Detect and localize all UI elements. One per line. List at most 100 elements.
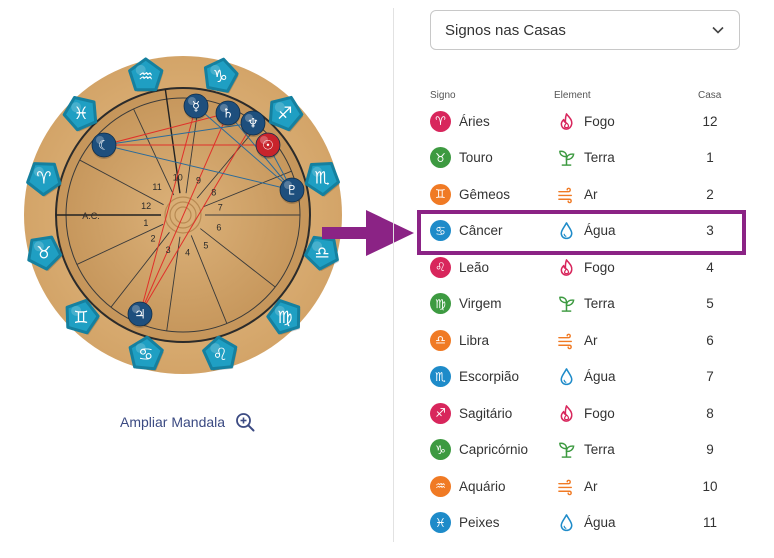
casa-number: 3 — [706, 223, 714, 239]
sign-glyph-icon: ♓ — [430, 512, 451, 534]
element-name: Ar — [584, 186, 598, 202]
house-number: 2 — [151, 233, 156, 243]
element-name: Água — [584, 369, 616, 385]
column-header-element: Element — [554, 90, 591, 101]
column-header-signo: Signo — [430, 90, 456, 101]
earth-icon — [559, 296, 575, 313]
water-icon — [560, 368, 573, 386]
fire-icon — [560, 112, 573, 130]
sign-glyph-icon: ♊ — [430, 183, 451, 205]
casa-number: 7 — [706, 369, 714, 385]
table-row[interactable]: ♓ Peixes Água 11 — [430, 505, 740, 542]
sign-name: Áries — [459, 113, 490, 129]
aspect-line-red — [139, 112, 229, 315]
air-icon — [558, 187, 572, 204]
house-number: 9 — [196, 175, 201, 185]
pointer-arrow — [322, 210, 414, 256]
house-number: 7 — [218, 203, 223, 213]
sign-glyph-icon: ♏ — [430, 366, 451, 388]
casa-number: 9 — [706, 442, 714, 458]
panel-divider — [393, 8, 394, 542]
aspect-line-red — [103, 112, 229, 146]
svg-text:☿: ☿ — [192, 100, 200, 115]
chevron-down-icon — [712, 26, 724, 34]
svg-text:♌: ♌ — [213, 345, 228, 365]
svg-text:♈: ♈ — [36, 169, 51, 189]
ampliar-mandala-link[interactable]: Ampliar Mandala — [120, 412, 255, 432]
jupiter-planet-icon[interactable]: ♃ — [127, 301, 153, 328]
element-name: Água — [584, 515, 616, 531]
svg-text:♒: ♒ — [138, 67, 153, 87]
svg-text:♊: ♊ — [74, 308, 89, 328]
view-select[interactable]: Signos nas Casas — [430, 10, 740, 50]
leo-token-icon: ♌ — [202, 335, 238, 371]
gemini-token-icon: ♊ — [65, 299, 100, 335]
virgo-token-icon: ♍ — [266, 299, 301, 335]
pluto-planet-icon[interactable]: ♇ — [279, 177, 305, 204]
element-name: Terra — [584, 442, 615, 458]
casa-number: 12 — [702, 113, 718, 129]
svg-text:☾: ☾ — [98, 139, 110, 154]
element-name: Terra — [584, 296, 615, 312]
mercury-planet-icon[interactable]: ☿ — [183, 93, 209, 120]
house-number: 11 — [152, 182, 161, 192]
view-select-value: Signos nas Casas — [445, 21, 566, 39]
house-number: 8 — [211, 188, 216, 198]
element-name: Ar — [584, 332, 598, 348]
aquarius-token-icon: ♒ — [128, 57, 164, 92]
casa-number: 6 — [706, 332, 714, 348]
pisces-token-icon: ♓ — [62, 96, 98, 132]
center-spiral — [164, 196, 202, 234]
svg-text:♃: ♃ — [134, 308, 146, 323]
sign-name: Peixes — [459, 515, 500, 531]
sun-planet-icon[interactable]: ☉ — [255, 132, 281, 159]
scorpio-token-icon: ♏ — [304, 162, 340, 197]
cancer-token-icon: ♋ — [128, 335, 164, 371]
svg-text:♄: ♄ — [222, 107, 234, 122]
column-header-casa: Casa — [698, 90, 722, 101]
house-number: 3 — [166, 245, 171, 255]
element-name: Fogo — [584, 405, 615, 421]
air-icon — [558, 333, 572, 350]
house-cusp-line — [166, 236, 181, 331]
ac-label: A.C. — [82, 211, 100, 221]
house-cusp-line — [190, 235, 228, 324]
casa-number: 5 — [706, 296, 714, 312]
house-cusp-line — [133, 108, 175, 196]
casa-number: 10 — [702, 478, 718, 494]
house-number: 12 — [141, 201, 151, 211]
sign-name: Gêmeos — [459, 186, 511, 202]
sign-glyph-icon: ♑ — [430, 439, 451, 461]
center-spiral — [169, 201, 197, 229]
sign-name: Virgem — [459, 296, 502, 312]
zodiac-tokens: ♒♑♐♏♎♍♌♋♊♉♈♓ — [26, 57, 340, 371]
taurus-token-icon: ♉ — [27, 235, 63, 272]
aspect-line-blue — [195, 105, 293, 191]
sign-name: Touro — [459, 150, 493, 166]
water-icon — [560, 222, 573, 240]
svg-text:♍: ♍ — [277, 308, 292, 328]
aspect-line-blue — [103, 122, 254, 146]
casa-number: 1 — [706, 150, 714, 166]
house-number: 1 — [143, 218, 148, 228]
saturn-planet-icon[interactable]: ♄ — [215, 100, 241, 127]
neptune-planet-icon[interactable]: ♆ — [240, 110, 266, 137]
house-number: 4 — [185, 248, 190, 258]
casa-number: 11 — [702, 515, 717, 531]
fire-icon — [560, 404, 573, 422]
moon-planet-icon[interactable]: ☾ — [91, 132, 117, 159]
center-spiral — [174, 206, 192, 224]
